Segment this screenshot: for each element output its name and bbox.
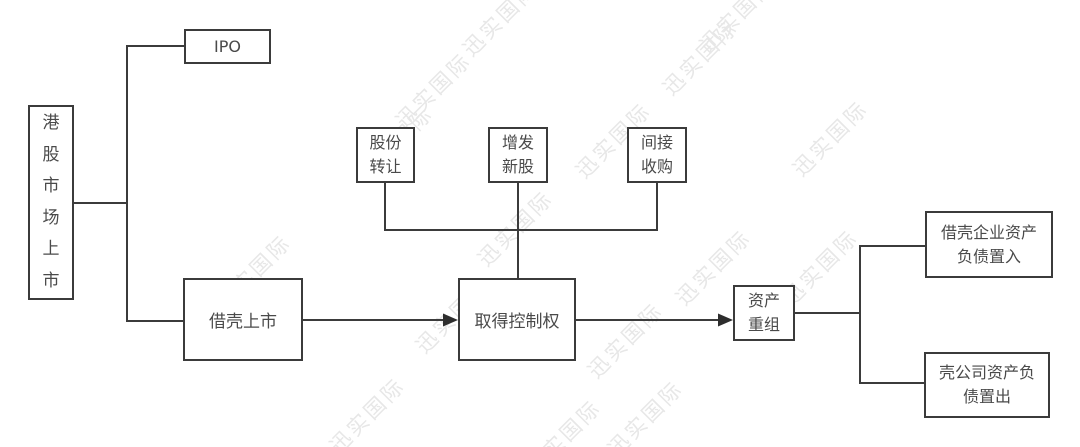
node-label-line1: 壳公司资产负	[938, 363, 1035, 382]
node-share-transfer: 股份 转让	[356, 127, 415, 183]
watermark-text: 迅实国际	[603, 376, 689, 447]
watermark-text: 迅实国际	[521, 395, 607, 447]
node-label-line2: 重组	[747, 315, 780, 334]
node-assets-injected: 借壳企业资产 负债置入	[925, 211, 1053, 278]
node-label-line2: 收购	[640, 157, 673, 176]
watermark-text: 迅实国际	[695, 0, 781, 58]
node-label-line1: 增发	[501, 133, 534, 152]
node-label-line2: 转让	[369, 157, 402, 176]
node-label-line1: 借壳企业资产	[940, 222, 1037, 242]
node-label-line1: 间接	[640, 133, 673, 152]
watermark-text: 迅实国际	[458, 0, 544, 62]
node-label: 取得控制权	[474, 312, 560, 332]
watermark-text: 迅实国际	[583, 298, 669, 384]
node-label-line1: 资产	[747, 291, 780, 310]
node-assets-divested: 壳公司资产负 债置出	[924, 352, 1050, 418]
node-asset-restructuring: 资产 重组	[733, 285, 795, 341]
node-hk-market-listing: 港股市场上市	[28, 105, 74, 300]
node-label-line2: 新股	[501, 157, 534, 176]
node-label-line1: 股份	[369, 133, 402, 152]
node-label-line2: 负债置入	[956, 246, 1021, 266]
arrowhead-to-restructure	[718, 313, 733, 327]
arrowhead-to-control	[443, 313, 458, 327]
node-ipo: IPO	[184, 29, 271, 64]
watermark-text: 迅实国际	[473, 186, 559, 272]
watermark-text: 迅实国际	[658, 15, 744, 101]
node-label-line2: 债置出	[962, 387, 1011, 406]
node-label: 借壳上市	[209, 312, 277, 332]
node-label: 港股市场上市	[42, 113, 60, 291]
node-label: IPO	[214, 37, 241, 56]
watermark-text: 迅实国际	[325, 373, 411, 447]
node-gain-control: 取得控制权	[458, 278, 576, 361]
node-indirect-acquisition: 间接 收购	[627, 127, 687, 183]
watermark-text: 迅实国际	[391, 48, 477, 134]
node-issue-new-shares: 增发 新股	[488, 127, 548, 183]
node-backdoor-listing: 借壳上市	[183, 278, 303, 361]
watermark-text: 迅实国际	[788, 96, 874, 182]
